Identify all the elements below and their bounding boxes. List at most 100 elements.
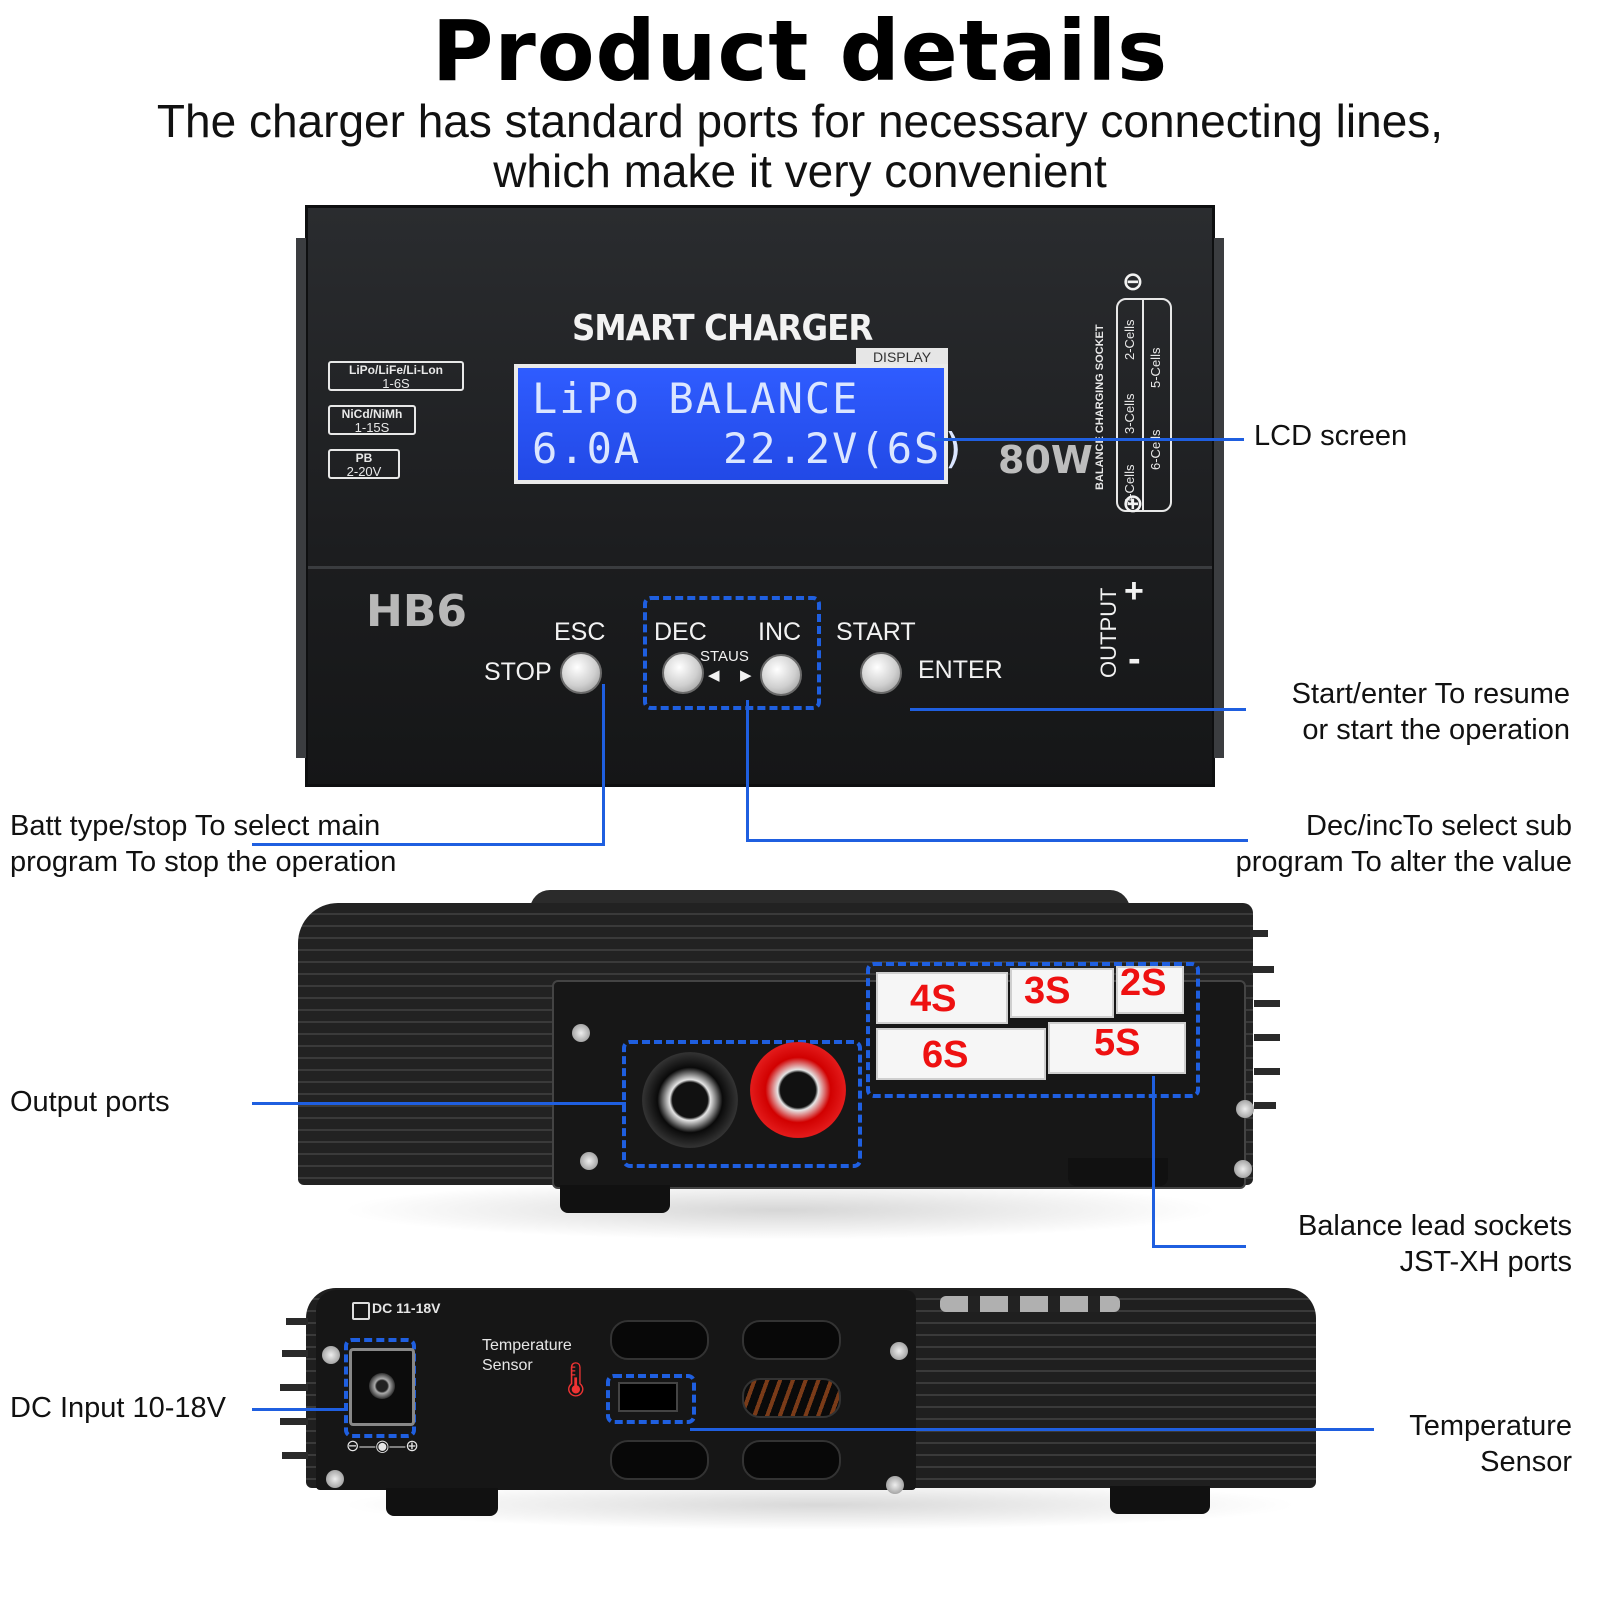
chip-range: 1-15S — [354, 420, 390, 435]
cell-label-2: 2-Cells — [1122, 319, 1137, 360]
balance-socket-2s[interactable] — [1116, 966, 1184, 1014]
screw-icon — [322, 1346, 340, 1364]
esc-label: ESC — [554, 618, 606, 646]
temp-leader-line — [690, 1428, 1374, 1431]
callout-dc-input: DC Input 10-18V — [10, 1392, 227, 1424]
heatsink-fin — [1254, 1102, 1276, 1109]
enter-label: ENTER — [918, 656, 1003, 684]
balance-socket-diagram: 2-Cells 3-Cells 4-Cells 5-Cells 6-Cells — [1116, 298, 1172, 512]
output-port-negative[interactable] — [642, 1052, 738, 1148]
cell-label-3: 3-Cells — [1122, 393, 1137, 434]
thermometer-icon: 🌡 — [554, 1361, 598, 1399]
temp-sensor-port[interactable] — [618, 1382, 678, 1412]
chip-range: 2-20V — [346, 464, 382, 479]
chip-range: 1-6S — [382, 376, 410, 391]
temp-printed-line-2: Sensor — [482, 1357, 533, 1374]
socket-label-4s: 4S — [910, 978, 957, 1020]
dec-inc-highlight — [643, 596, 821, 710]
left-arrow-icon: ◀ — [708, 667, 720, 684]
dec-leader-vertical — [746, 700, 749, 842]
heatsink-fin — [280, 1418, 308, 1425]
balance-socket-3s[interactable] — [1010, 968, 1114, 1018]
dc-leader-line — [252, 1408, 348, 1411]
callout-start-line-2: or start the operation — [1302, 714, 1570, 746]
callout-lcd: LCD screen — [1254, 420, 1408, 452]
dec-button[interactable] — [662, 652, 704, 694]
chip-type: PB — [355, 451, 373, 465]
heatsink-fin — [1252, 966, 1274, 973]
callout-temp-line-1: Temperature — [1409, 1410, 1572, 1442]
heatsink-fin — [282, 1452, 308, 1459]
side-view-port-face: 4S 3S 2S 6S 5S — [552, 962, 1254, 1189]
callout-balance-line-2: JST-XH ports — [1399, 1246, 1572, 1278]
foot — [560, 1185, 670, 1213]
screw-icon — [890, 1342, 908, 1360]
callout-start-enter: Start/enter To resume or start the opera… — [1130, 676, 1570, 748]
heatsink-fin — [1250, 930, 1268, 937]
callout-batt-line-1: Batt type/stop To select main — [10, 810, 381, 842]
charger-edge-left — [296, 238, 306, 758]
dc-rating-label: DC 11-18V — [372, 1300, 441, 1316]
balance-socket-title: BALANCE CHARGING SOCKET — [1094, 324, 1106, 490]
heatsink-fin — [282, 1350, 308, 1357]
inc-button[interactable] — [760, 654, 802, 696]
callout-balance-line-1: Balance lead sockets — [1297, 1210, 1572, 1242]
stop-button[interactable] — [560, 652, 602, 694]
heatsink-fin — [280, 1384, 308, 1391]
charger-panel-divider — [308, 566, 1212, 569]
screw-icon — [326, 1470, 344, 1488]
heatsink-fin — [1254, 1000, 1280, 1007]
dc-input-jack[interactable] — [349, 1348, 415, 1426]
right-arrow-icon: ▶ — [740, 667, 752, 684]
charger-brand: SMART CHARGER — [572, 308, 873, 349]
battery-type-chip-nicd: NiCd/NiMh 1-15S — [328, 405, 416, 435]
temp-printed-line-1: Temperature — [482, 1337, 572, 1354]
heatsink-fin — [1254, 1068, 1280, 1075]
start-leader-line — [910, 708, 1246, 711]
heatsink-fin — [1254, 1034, 1280, 1041]
start-enter-button[interactable] — [860, 652, 902, 694]
output-label: OUTPUT — [1096, 587, 1121, 678]
callout-temp-sensor: Temperature Sensor — [1340, 1408, 1572, 1480]
foot — [1110, 1486, 1210, 1514]
callout-dec-inc: Dec/incTo select sub program To alter th… — [1100, 808, 1572, 880]
screw-icon — [1234, 1160, 1252, 1178]
heatsink-fin — [286, 1318, 308, 1325]
balance-socket-4s[interactable] — [876, 972, 1008, 1024]
subtitle-line-1: The charger has standard ports for neces… — [156, 95, 1444, 147]
dc-pin — [369, 1373, 395, 1399]
dc-square-icon — [352, 1302, 370, 1320]
callout-temp-line-2: Sensor — [1480, 1446, 1572, 1478]
chip-type: NiCd/NiMh — [341, 407, 403, 421]
foot — [386, 1488, 498, 1516]
output-port-positive[interactable] — [750, 1042, 846, 1138]
callout-balance-sockets: Balance lead sockets JST-XH ports — [1160, 1208, 1572, 1280]
socket-divider — [1142, 300, 1144, 510]
stop-label: STOP — [484, 658, 552, 686]
stop-leader-horizontal — [252, 843, 605, 846]
dec-leader-horizontal — [746, 839, 1248, 842]
balance-socket-5s[interactable] — [1048, 1022, 1186, 1074]
dec-label: DEC — [654, 618, 707, 646]
battery-type-chip-lipo: LiPo/LiFe/Li-Lon 1-6S — [328, 361, 464, 391]
callout-batt-stop: Batt type/stop To select main program To… — [10, 808, 396, 880]
output-minus-icon: - — [1128, 638, 1141, 680]
socket-label-6s: 6S — [922, 1034, 969, 1076]
balance-leader-vertical — [1152, 1076, 1155, 1248]
top-buttons — [940, 1296, 1120, 1312]
lcd-screen: LiPo BALANCE 6.0A 22.2V(6S) — [514, 364, 967, 484]
subtitle-line-2: which make it very convenient — [493, 145, 1107, 197]
output-plus-icon: + — [1124, 572, 1144, 610]
stop-leader-vertical — [602, 684, 605, 846]
socket-label-3s: 3S — [1024, 970, 1071, 1012]
vent-slot — [742, 1320, 841, 1360]
page-subtitle: The charger has standard ports for neces… — [0, 96, 1600, 196]
balance-socket-6s[interactable] — [876, 1028, 1046, 1080]
screw-icon — [572, 1024, 590, 1042]
temp-sensor-highlight — [606, 1374, 696, 1424]
plus-icon: ⊕ — [1122, 488, 1144, 518]
shadow — [340, 1180, 1220, 1240]
vent-slot-coil — [742, 1378, 841, 1418]
charger-front-view: SMART CHARGER DISPLAY LiPo BALANCE 6.0A … — [296, 205, 1224, 787]
power-rating: 80W — [998, 438, 1093, 482]
